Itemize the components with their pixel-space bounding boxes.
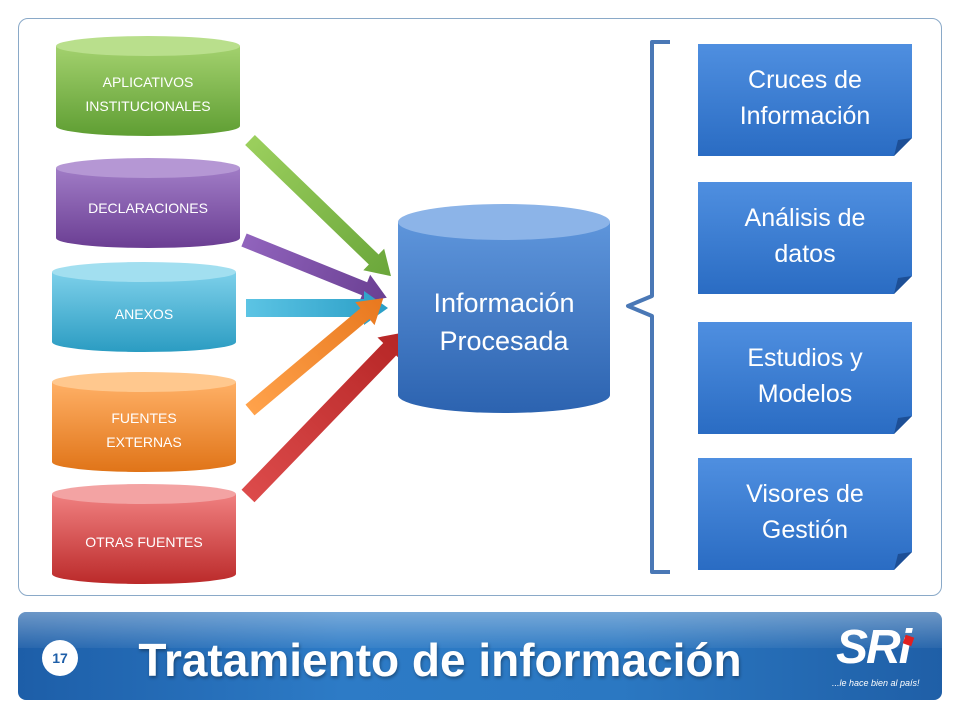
output-bracket: [626, 40, 670, 574]
source-cylinder-aplicativos: [56, 36, 240, 136]
arrow-purple: [241, 233, 387, 303]
logo-slogan: ...le hace bien al país!: [832, 678, 920, 688]
output-label-estudios: Estudios y Modelos: [747, 344, 863, 408]
arrow-green: [245, 134, 391, 277]
arrow-orange: [245, 298, 384, 416]
footer-banner: [18, 612, 942, 700]
output-box-analisis: [698, 182, 912, 294]
output-label-analisis: Análisis de datos: [744, 204, 866, 268]
output-label-visores: Visores de Gestión: [746, 480, 864, 544]
output-box-visores: [698, 458, 912, 570]
slide-title: Tratamiento de información: [138, 634, 742, 686]
source-cylinder-fuentes-externas: [52, 372, 236, 472]
center-label: Información Procesada: [433, 288, 575, 356]
output-box-estudios: [698, 322, 912, 434]
output-label-cruces: Cruces de Información: [739, 66, 871, 130]
source-label-aplicativos: APLICATIVOS INSTITUCIONALES: [85, 74, 211, 114]
source-label-otras-fuentes: OTRAS FUENTES: [85, 534, 203, 550]
center-cylinder: [398, 204, 610, 413]
source-label-anexos: ANEXOS: [114, 306, 174, 322]
page-number-badge: 17: [42, 640, 78, 676]
source-cylinder-otras-fuentes: [52, 484, 236, 584]
output-box-cruces: [698, 44, 912, 156]
source-cylinder-declaraciones: [56, 158, 240, 248]
source-label-declaraciones: DECLARACIONES: [88, 200, 208, 216]
arrow-red: [241, 331, 407, 503]
sri-logo: SRi: [836, 621, 912, 674]
source-cylinder-anexos: [52, 262, 236, 352]
source-label-fuentes-externas: FUENTES EXTERNAS: [106, 410, 182, 450]
